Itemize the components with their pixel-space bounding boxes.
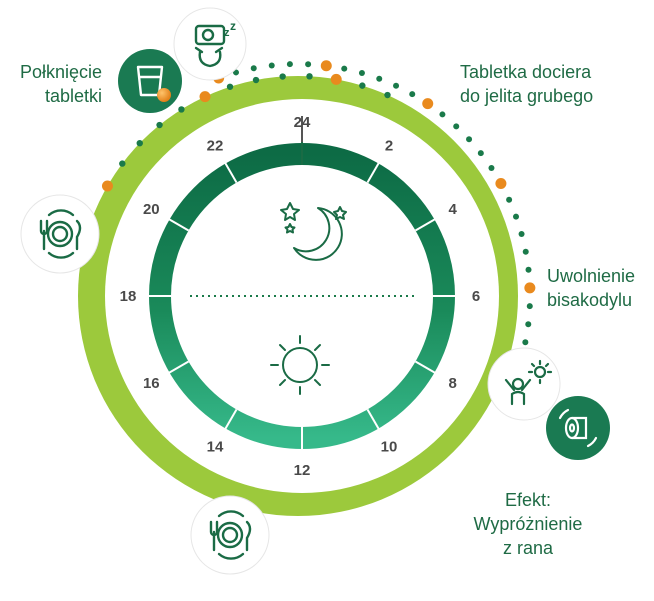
path-dot (525, 266, 532, 273)
hour-ticks (132, 116, 472, 466)
path-dot (409, 91, 416, 98)
path-dot (525, 321, 532, 328)
hour-label: 6 (472, 288, 480, 305)
path-dot (506, 196, 513, 203)
plate-cutlery-icon (190, 495, 270, 575)
hour-tick (366, 148, 388, 184)
svg-text:z: z (224, 27, 230, 39)
path-dot (518, 231, 525, 238)
path-dot (279, 73, 286, 80)
path-dot (136, 139, 143, 147)
path-dot (268, 62, 275, 69)
hour-tick (216, 148, 238, 184)
pill-marker (524, 282, 536, 294)
path-dot (526, 303, 533, 310)
label-colon: Tabletka dociera do jelita grubego (460, 62, 594, 106)
path-dot (156, 121, 163, 129)
hour-label: 14 (207, 439, 224, 456)
pill-marker (330, 73, 342, 85)
hour-label: 12 (294, 462, 311, 479)
path-dot (513, 213, 520, 220)
pill-marker (495, 178, 507, 190)
hour-label: 4 (449, 201, 458, 218)
hour-label: 8 (449, 375, 457, 392)
moon-stars-icon (280, 202, 347, 261)
hour-tick (216, 408, 238, 444)
pill-marker (320, 60, 332, 72)
hour-label: 2 (385, 137, 393, 154)
path-dot (341, 65, 348, 72)
sun-icon (270, 335, 330, 395)
hour-tick (154, 210, 190, 232)
hour-label: 20 (143, 201, 160, 218)
path-dot (226, 83, 234, 90)
plate-cutlery-icon (20, 194, 100, 274)
path-dot (119, 160, 126, 167)
sleeping-person-icon: z z (173, 7, 247, 81)
pill-marker (101, 180, 113, 192)
path-dot (359, 82, 366, 89)
path-dot (286, 61, 293, 68)
hour-label: 24 (294, 114, 311, 131)
path-dot (376, 75, 383, 82)
path-dot (477, 150, 484, 157)
hour-tick (366, 408, 388, 444)
path-dot (522, 339, 529, 346)
path-dot (488, 164, 495, 171)
person-waking-sun-icon (487, 347, 561, 421)
path-dot (384, 91, 391, 99)
label-release: Uwolnienie bisakodylu (547, 266, 636, 310)
hour-label: 18 (120, 288, 137, 305)
path-dot (466, 136, 473, 143)
svg-text:z: z (230, 19, 236, 33)
hour-tick (154, 360, 190, 382)
hour-label: 22 (207, 137, 224, 154)
glass-with-pill-icon (118, 49, 182, 113)
path-dot (439, 111, 446, 118)
hour-label: 10 (381, 439, 398, 456)
path-dot (178, 106, 185, 113)
toilet-paper-icon (546, 396, 610, 460)
hour-tick (414, 360, 450, 382)
path-dot (453, 123, 460, 130)
path-dot (306, 73, 313, 80)
hour-tick (414, 210, 450, 232)
path-dot (305, 61, 312, 68)
label-swallow: Połknięcie tabletki (19, 62, 102, 106)
path-dot (358, 69, 365, 76)
path-dot (252, 76, 260, 84)
pill-marker (199, 91, 211, 103)
path-dot (250, 65, 257, 72)
hour-label: 16 (143, 375, 160, 392)
pill-marker (422, 98, 434, 110)
path-dot (522, 248, 529, 255)
path-dot (393, 82, 400, 89)
label-effect: Efekt: Wypróżnienie z rana (473, 490, 583, 558)
